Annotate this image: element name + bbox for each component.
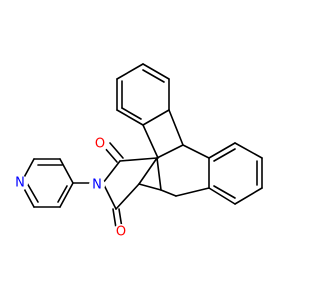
bond xyxy=(138,157,158,185)
atom-mask xyxy=(12,175,28,191)
molecule-structure-diagram: O N O N xyxy=(0,0,300,300)
bond xyxy=(234,187,263,205)
bond xyxy=(112,208,117,229)
atom-mask xyxy=(89,177,105,193)
bond xyxy=(57,185,68,203)
nitrogen-atom-imide: N xyxy=(89,177,105,193)
atom-label-n1: N xyxy=(92,178,102,193)
bond xyxy=(142,124,159,159)
bond xyxy=(156,157,162,191)
bond xyxy=(156,144,184,159)
atom-label-n2: N xyxy=(15,176,25,191)
bond xyxy=(116,63,144,80)
bond xyxy=(142,69,165,83)
oxygen-atom-bottom: O xyxy=(113,224,129,240)
bond xyxy=(116,109,144,126)
bond xyxy=(213,148,236,162)
atom-mask xyxy=(113,224,129,240)
bond xyxy=(142,109,170,126)
canvas-background xyxy=(0,0,300,300)
atom-labels: O N O N xyxy=(12,136,129,240)
oxygen-atom-top: O xyxy=(92,136,108,152)
bond xyxy=(142,63,170,80)
bond xyxy=(175,187,210,197)
bond xyxy=(59,158,74,184)
bond xyxy=(208,142,236,159)
bond xyxy=(213,185,236,199)
bond xyxy=(234,142,263,159)
bond xyxy=(102,182,117,210)
bond xyxy=(109,142,124,159)
bond xyxy=(168,109,184,146)
bond xyxy=(160,189,177,197)
atom-label-o1: O xyxy=(95,137,105,152)
bond xyxy=(103,146,118,163)
bond xyxy=(121,107,142,120)
bond xyxy=(102,160,121,184)
bond xyxy=(208,187,236,205)
atom-label-o2: O xyxy=(116,225,126,240)
atom-mask xyxy=(92,136,108,152)
bond xyxy=(26,182,39,203)
bond xyxy=(115,183,140,210)
bond xyxy=(119,157,158,162)
bond xyxy=(182,144,210,159)
nitrogen-atom-pyridine: N xyxy=(12,175,28,191)
bond xyxy=(138,183,162,191)
bond xyxy=(59,182,74,208)
